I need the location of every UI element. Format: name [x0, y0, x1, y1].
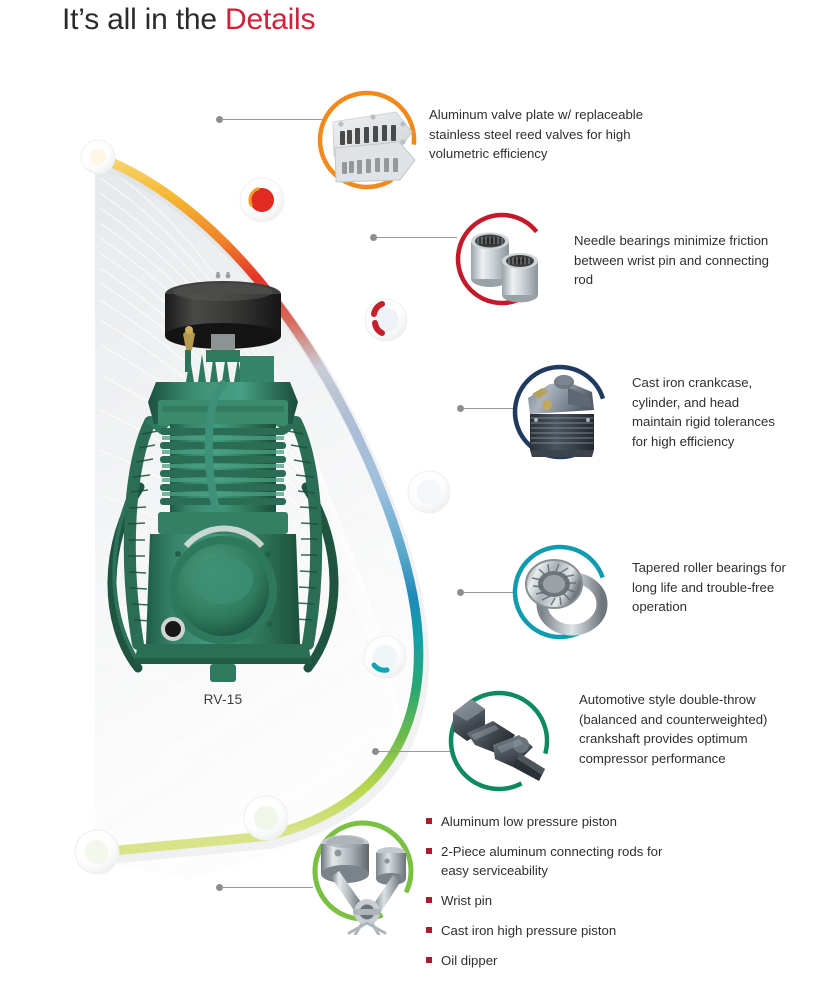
needle-bearings-photo — [455, 212, 549, 306]
list-item: Aluminum low pressure piston — [426, 812, 666, 831]
leader-line-roller-bearings — [464, 592, 514, 593]
crankcase-photo — [512, 364, 608, 460]
leader-dot-needle-bearings — [370, 234, 377, 241]
arc-node-valve — [239, 177, 285, 223]
callout-text-roller-bearings: Tapered roller bearings for long life an… — [632, 560, 786, 614]
page-title-plain: It’s all in the — [62, 3, 226, 36]
arc-node-start — [80, 139, 116, 175]
leader-line-valve-plate — [223, 119, 323, 120]
crankshaft-photo — [448, 690, 550, 792]
list-item: Cast iron high pressure piston — [426, 921, 666, 940]
callout-text-needle-bearings: Needle bearings minimize friction betwee… — [574, 233, 770, 287]
callout-crankshaft[interactable] — [441, 683, 557, 799]
leader-line-needle-bearings — [377, 237, 457, 238]
callout-roller-bearings[interactable] — [506, 538, 614, 646]
leader-line-crankcase — [464, 408, 514, 409]
compressor-pump-image — [78, 272, 368, 692]
list-item: 2-Piece aluminum connecting rods for eas… — [426, 842, 666, 880]
tapered-roller-bearing-photo — [512, 544, 608, 640]
callout-text-crankshaft: Automotive style double-throw (balanced … — [579, 692, 768, 766]
callout-needle-bearings[interactable] — [450, 207, 556, 313]
callout-text-crankcase: Cast iron crankcase, cylinder, and head … — [632, 375, 775, 449]
piston-assembly-photo — [312, 820, 414, 937]
valve-plate-photo — [317, 90, 417, 190]
piston-bullet-list: Aluminum low pressure piston 2-Piece alu… — [426, 812, 666, 981]
page-title: It’s all in the Details — [62, 3, 316, 37]
leader-dot-roller-bearings — [457, 589, 464, 596]
arc-node-end — [74, 829, 120, 875]
arc-node-crankshaft — [243, 795, 289, 841]
callout-valve-plate[interactable] — [311, 84, 423, 196]
arc-node-needle — [364, 298, 408, 342]
page-title-accent: Details — [225, 3, 316, 36]
product-model-label: RV-15 — [203, 692, 243, 707]
leader-dot-valve-plate — [216, 116, 223, 123]
callout-crankcase[interactable] — [506, 358, 614, 466]
arc-node-bearing — [363, 635, 407, 679]
list-item: Oil dipper — [426, 951, 666, 970]
leader-dot-crankshaft — [372, 748, 379, 755]
leader-line-pistons — [223, 887, 313, 888]
leader-dot-crankcase — [457, 405, 464, 412]
leader-dot-pistons — [216, 884, 223, 891]
poster-canvas: It’s all in the Details — [62, 3, 786, 968]
leader-line-crankshaft — [379, 751, 451, 752]
list-item: Wrist pin — [426, 891, 666, 910]
callout-text-valve-plate: Aluminum valve plate w/ replaceable stai… — [429, 107, 644, 161]
arc-node-crankcase — [407, 470, 451, 514]
callout-pistons[interactable] — [305, 813, 425, 937]
